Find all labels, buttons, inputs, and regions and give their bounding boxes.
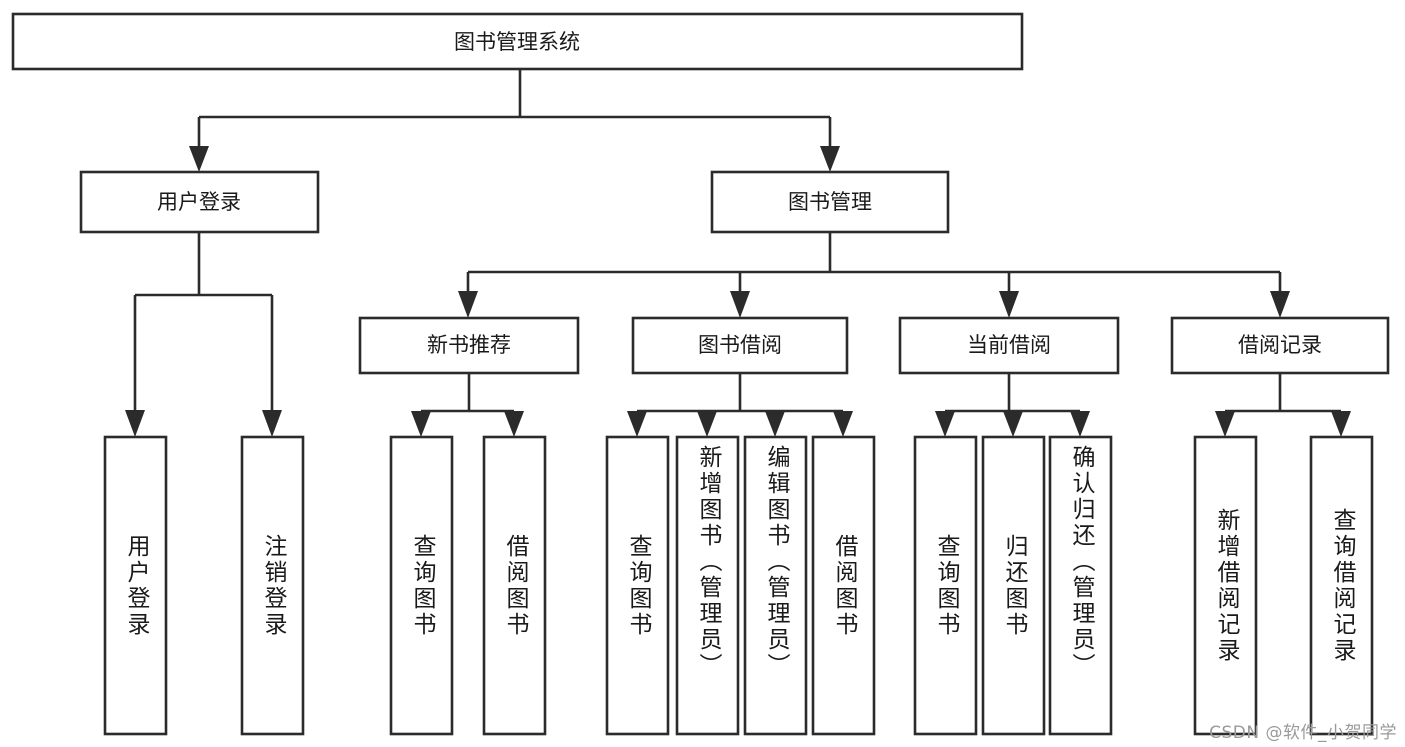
node-book-management-label: 图书管理 (788, 190, 872, 214)
node-book-borrow[interactable]: 图书借阅 (631, 316, 849, 375)
leaf-box-borrow-record-2[interactable] (1309, 435, 1374, 736)
arrow-book-borrow-leaf-3 (765, 411, 785, 437)
node-current-borrow-label: 当前借阅 (967, 333, 1051, 357)
leaf-box-user-login-1[interactable] (103, 435, 168, 736)
node-new-book-recommend-box (358, 316, 580, 375)
node-borrow-record[interactable]: 借阅记录 (1170, 316, 1390, 375)
node-book-borrow-box (631, 316, 849, 375)
node-user-login[interactable]: 用户登录 (79, 170, 320, 234)
node-current-borrow-box (898, 316, 1120, 375)
arrow-borrow-record-leaf-2 (1331, 411, 1351, 437)
node-new-book-recommend[interactable]: 新书推荐 (358, 316, 580, 375)
arrow-new-book-leaf-2 (504, 411, 524, 437)
node-book-management-box (710, 170, 950, 234)
node-borrow-record-box (1170, 316, 1390, 375)
arrow-current-borrow-leaf-2 (1003, 411, 1023, 437)
leaf-box-user-login-2[interactable] (240, 435, 305, 736)
leaf-box-book-borrow-1[interactable] (605, 435, 670, 736)
arrow-borrow-record-leaf-1 (1215, 411, 1235, 437)
leaf-box-new-book-1[interactable] (389, 435, 454, 736)
leaf-box-current-borrow-1[interactable] (913, 435, 978, 736)
arrow-level2-2 (820, 146, 840, 172)
node-new-book-recommend-label: 新书推荐 (427, 333, 511, 357)
arrow-level2-1 (189, 146, 209, 172)
leaf-box-book-borrow-3[interactable] (743, 435, 808, 736)
node-root-label: 图书管理系统 (454, 30, 580, 54)
csdn-watermark: CSDN @软件_小贺同学 (1209, 723, 1397, 743)
leaf-box-current-borrow-2[interactable] (981, 435, 1046, 736)
arrow-level3-1 (458, 291, 478, 318)
arrow-user-login-leaf-1 (125, 410, 145, 437)
arrow-book-borrow-leaf-4 (833, 411, 853, 437)
leaf-box-new-book-2[interactable] (482, 435, 547, 736)
arrow-level3-2 (730, 291, 750, 318)
leaf-box-borrow-record-1[interactable] (1193, 435, 1258, 736)
arrow-book-borrow-leaf-2 (697, 411, 717, 437)
leaf-box-book-borrow-2[interactable] (675, 435, 740, 736)
node-borrow-record-label: 借阅记录 (1238, 333, 1322, 357)
node-book-borrow-label: 图书借阅 (698, 333, 782, 357)
node-user-login-label: 用户登录 (157, 190, 241, 214)
arrow-book-borrow-leaf-1 (627, 411, 647, 437)
node-root-box (11, 12, 1024, 71)
arrow-current-borrow-leaf-1 (935, 411, 955, 437)
node-root[interactable]: 图书管理系统 (11, 12, 1024, 71)
arrow-current-borrow-leaf-3 (1070, 411, 1090, 437)
leaf-box-current-borrow-3[interactable] (1048, 435, 1113, 736)
arrow-level3-3 (999, 291, 1019, 318)
node-current-borrow[interactable]: 当前借阅 (898, 316, 1120, 375)
arrow-user-login-leaf-2 (262, 410, 282, 437)
leaf-box-book-borrow-4[interactable] (811, 435, 876, 736)
node-book-management[interactable]: 图书管理 (710, 170, 950, 234)
arrow-level3-4 (1270, 291, 1290, 318)
arrow-new-book-leaf-1 (411, 411, 431, 437)
